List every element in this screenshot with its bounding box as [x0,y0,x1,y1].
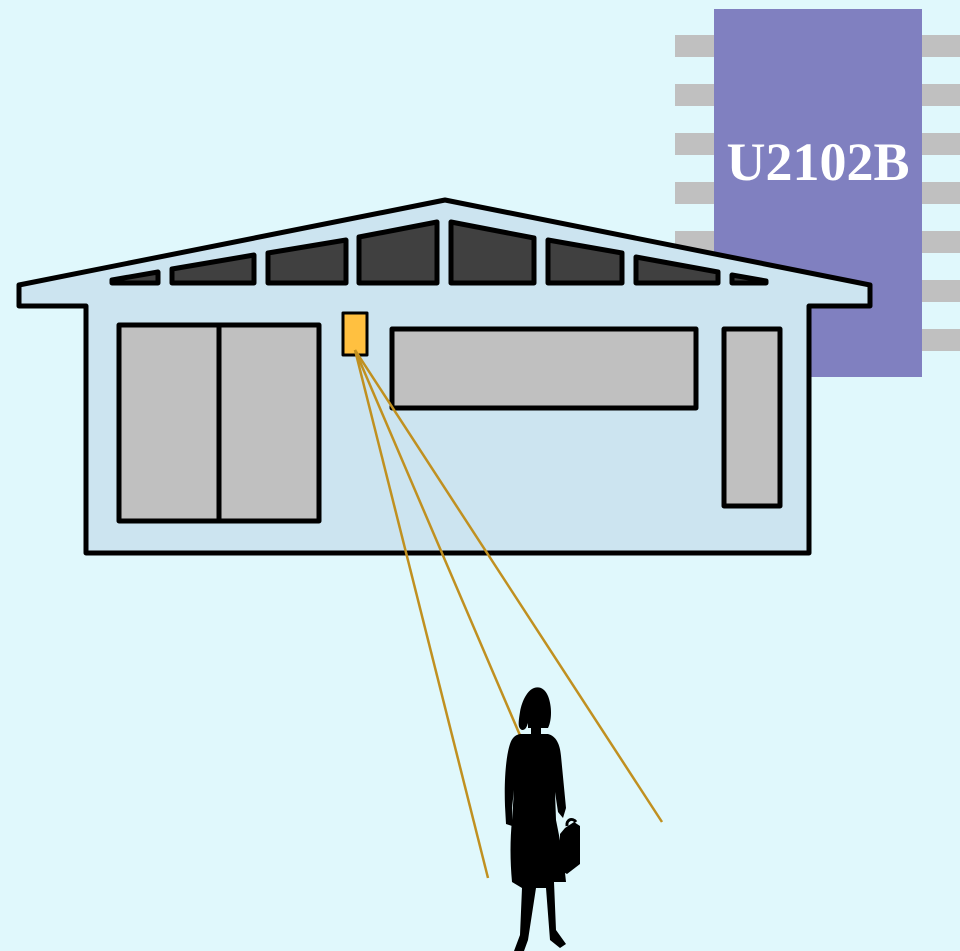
roof-vent [109,269,161,286]
chip-pin-right [921,280,960,302]
chip-pin-right [921,182,960,204]
chip-pin-right [921,133,960,155]
chip-pin-left [675,84,715,106]
chip-label: U2102B [726,132,909,192]
roof-vent [633,254,721,286]
person-body [504,734,566,951]
door-right [216,322,322,524]
roof-vent [545,237,625,286]
roof-vent [729,272,769,286]
roof-vent [356,219,440,286]
chip-pin-left [675,133,715,155]
window-wide [389,326,699,411]
chip-pin-left [675,35,715,57]
sensor-beam [353,349,664,823]
window-narrow [721,326,783,509]
sensor-beam [353,349,524,741]
chip-pin-right [921,35,960,57]
chip-pin-right [921,231,960,253]
roof-vent [169,252,257,286]
roof-vent [448,219,537,286]
house [16,197,873,556]
briefcase-handle [565,817,578,827]
person-silhouette [504,687,580,951]
sensor-beams [353,349,664,879]
person-head [518,687,551,730]
sensor-beam [353,349,490,879]
chip-pin-right [921,329,960,351]
door-left [116,322,222,524]
chip-pin-left [675,182,715,204]
roof-vent [265,237,349,286]
person-neck [531,722,541,736]
briefcase-icon [560,822,580,874]
motion-sensor [341,311,369,357]
chip-pin-right [921,84,960,106]
